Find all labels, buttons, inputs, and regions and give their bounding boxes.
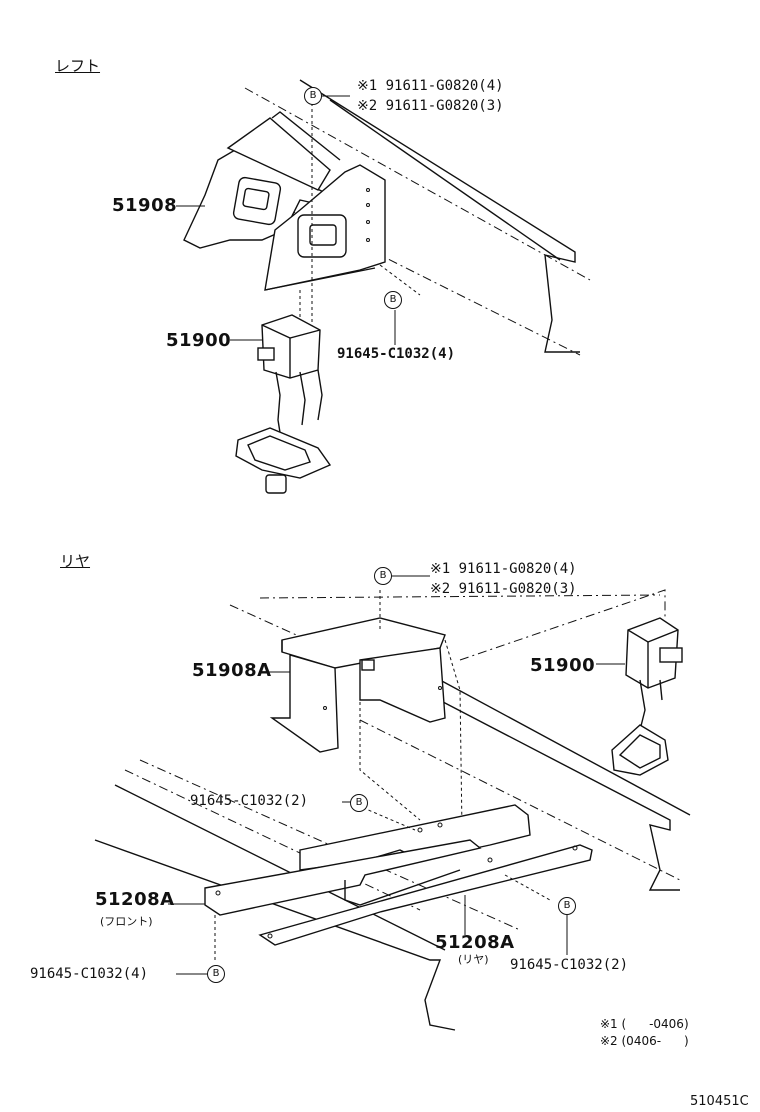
rear-bracket-51908A (269, 617, 446, 753)
rear-section-label: リヤ (60, 552, 91, 570)
rear-part-51908A: 51908A (192, 660, 272, 681)
crossmember-51208A (204, 804, 593, 946)
rear-bolt-note-2: ※2 91611-G0820(3) (430, 581, 577, 597)
rear-bolt-marker-right: B (558, 897, 576, 915)
rear-part-front-sub: (フロント) (100, 915, 153, 928)
rear-part-51208A-rear: 51208A (435, 932, 515, 953)
left-part-51908: 51908 (112, 195, 178, 216)
rear-hanger-51900 (611, 617, 683, 776)
rear-bolt-code-left: 91645-C1032(4) (30, 966, 149, 982)
left-bolt-marker-top: B (304, 87, 322, 105)
rear-part-51900: 51900 (530, 655, 596, 676)
left-bracket-51908 (183, 111, 386, 291)
footnote-2: ※2 (0406- ) (600, 1034, 689, 1048)
left-section-label: レフト (55, 57, 101, 75)
rear-bolt-note-1: ※1 91611-G0820(4) (430, 561, 577, 577)
left-bolt-code: 91645-C1032(4) (337, 346, 456, 362)
footnote-1: ※1 ( -0406) (600, 1017, 689, 1031)
rear-part-rear-sub: (リヤ) (458, 953, 489, 966)
rear-part-51208A-front: 51208A (95, 889, 175, 910)
left-bolt-note-2: ※2 91611-G0820(3) (357, 98, 504, 114)
left-part-51900: 51900 (166, 330, 232, 351)
diagram-code: 510451C (690, 1094, 749, 1109)
rear-bolt-marker-left: B (207, 965, 225, 983)
rear-bolt-code-right: 91645-C1032(2) (510, 957, 629, 973)
left-hanger-51900 (235, 314, 332, 494)
rear-frame-rails (94, 594, 691, 1031)
rear-bolt-code-top: 91645-C1032(2) (190, 793, 309, 809)
rear-bolt-marker-mid: B (350, 794, 368, 812)
rear-bolt-marker-top: B (374, 567, 392, 585)
left-bolt-marker-bottom: B (384, 291, 402, 309)
left-bolt-note-1: ※1 91611-G0820(4) (357, 78, 504, 94)
